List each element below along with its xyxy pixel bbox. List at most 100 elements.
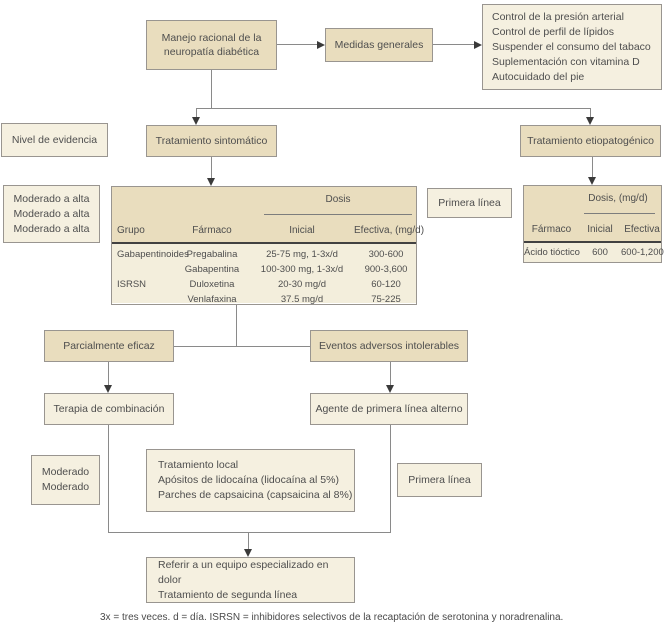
connector-merge-down xyxy=(248,532,249,549)
footnote: 3x = tres veces. d = día. ISRSN = inhibi… xyxy=(100,612,564,623)
evidence-line: Moderado a alta xyxy=(13,207,90,220)
column-header: Fármaco xyxy=(192,225,232,236)
node-nivel-evidencia: Nivel de evidencia xyxy=(1,123,108,157)
list-item: Parches de capsaicina (capsaicina al 8%) xyxy=(158,489,353,501)
cell-inicial: 37.5 mg/d xyxy=(280,294,324,305)
node-medidas-generales: Medidas generales xyxy=(325,28,433,62)
cell-grupo xyxy=(112,292,174,307)
cell-efectiva: 300-600 xyxy=(368,249,404,260)
connector-eventos-agente xyxy=(390,362,391,385)
list-item: Control de perfil de lípidos xyxy=(492,25,614,38)
column-header: Efectiva xyxy=(624,224,660,235)
connector-branch-right xyxy=(590,108,591,117)
node-label: Agente de primera línea alterno xyxy=(315,403,463,415)
connector-merge xyxy=(108,532,391,533)
cell-farmaco: Ácido tióctico xyxy=(524,247,580,258)
arrowhead-right-icon xyxy=(317,41,325,49)
cell-farmaco: Duloxetina xyxy=(189,279,235,290)
cell-farmaco: Gabapentina xyxy=(184,264,240,275)
node-tratamiento-etiopatogenico: Tratamiento etiopatogénico xyxy=(520,125,661,157)
cell-grupo: Gabapentinoides xyxy=(117,249,189,260)
node-primera-linea-1: Primera línea xyxy=(427,188,512,218)
table-separator xyxy=(112,242,416,244)
table-row: Ácido tióctico 600 600-1,200 xyxy=(524,245,664,260)
cell-farmaco: Venlafaxina xyxy=(187,294,237,305)
node-label: Primera línea xyxy=(408,474,471,486)
connector-etiopatogenico-table xyxy=(592,157,593,177)
node-tratamiento-sintomatico: Tratamiento sintomático xyxy=(146,125,277,157)
cell-efectiva: 60-120 xyxy=(371,279,401,290)
connector-medidas-lista xyxy=(433,44,475,45)
node-eventos-adversos: Eventos adversos intolerables xyxy=(310,330,468,362)
list-item: Tratamiento de segunda línea xyxy=(158,588,298,601)
evidence-line: Moderado xyxy=(41,481,90,493)
connector-terapia-down xyxy=(108,425,109,532)
connector-outcomes xyxy=(174,346,310,347)
list-item: Autocuidado del pie xyxy=(492,70,585,83)
table-row: Gabapentina 100-300 mg, 1-3x/d 900-3,600 xyxy=(112,262,416,277)
cell-inicial: 100-300 mg, 1-3x/d xyxy=(260,264,344,275)
connector-branch-left xyxy=(196,108,197,117)
table-body: Ácido tióctico 600 600-1,200 xyxy=(524,243,664,262)
arrowhead-down-icon xyxy=(588,177,596,185)
connector-table-down xyxy=(236,305,237,346)
drug-dosing-table: Dosis Grupo Fármaco Inicial Efectiva, (m… xyxy=(111,186,425,305)
node-medidas-lista: Control de la presión arterial Control d… xyxy=(482,4,662,90)
arrowhead-down-icon xyxy=(586,117,594,125)
column-header: Grupo xyxy=(117,225,145,236)
column-header: Inicial xyxy=(587,224,613,235)
connector-agente-down xyxy=(390,425,391,532)
node-parcialmente-eficaz: Parcialmente eficaz xyxy=(44,330,174,362)
node-label: Primera línea xyxy=(438,197,501,209)
node-label: Terapia de combinación xyxy=(53,403,165,415)
arrowhead-down-icon xyxy=(192,117,200,125)
node-evidencia-local: Moderado Moderado xyxy=(31,455,100,505)
connector-manejo-down xyxy=(211,70,212,108)
node-label-line: Manejo racional de la xyxy=(161,32,262,44)
node-label: Eventos adversos intolerables xyxy=(318,340,460,352)
evidence-line: Moderado a alta xyxy=(13,222,90,235)
node-label: Medidas generales xyxy=(334,39,424,51)
list-item: Control de la presión arterial xyxy=(492,10,624,23)
node-terapia-combinacion: Terapia de combinación xyxy=(44,393,174,425)
column-header: Efectiva, (mg/d) xyxy=(354,225,425,236)
node-label: Tratamiento etiopatogénico xyxy=(527,135,654,147)
node-label-line: neuropatía diabética xyxy=(163,46,260,58)
node-evidencia-farmacos: Moderado a alta Moderado a alta Moderado… xyxy=(3,185,100,243)
node-agente-alterno: Agente de primera línea alterno xyxy=(310,393,468,425)
table-separator xyxy=(524,241,661,243)
node-label: Tratamiento sintomático xyxy=(155,135,268,147)
cell-farmaco: Pregabalina xyxy=(186,249,238,260)
dosis-header: Dosis xyxy=(325,194,351,205)
cell-inicial: 25-75 mg, 1-3x/d xyxy=(266,249,338,260)
arrowhead-down-icon xyxy=(386,385,394,393)
list-item: Apósitos de lidocaína (lidocaína al 5%) xyxy=(158,474,339,486)
list-item: Tratamiento local xyxy=(158,459,239,471)
evidence-line: Moderado xyxy=(41,466,90,478)
node-referir: Referir a un equipo especializado en dol… xyxy=(146,557,355,603)
connector-branch-horizontal xyxy=(196,108,591,109)
connector-sintomatico-table xyxy=(211,157,212,178)
table-row: ISRSN Duloxetina 20-30 mg/d 60-120 xyxy=(112,277,416,292)
evidence-line: Moderado a alta xyxy=(13,192,90,205)
dosis-underline xyxy=(264,214,412,215)
arrowhead-down-icon xyxy=(207,178,215,186)
table-body: Gabapentinoides Pregabalina 25-75 mg, 1-… xyxy=(112,244,416,305)
node-tratamiento-local: Tratamiento local Apósitos de lidocaína … xyxy=(146,449,355,512)
node-label: Nivel de evidencia xyxy=(11,134,98,146)
connector-manejo-medidas xyxy=(277,44,318,45)
node-primera-linea-2: Primera línea xyxy=(397,463,482,497)
arrowhead-down-icon xyxy=(244,549,252,557)
cell-inicial: 600 xyxy=(592,247,608,258)
column-header: Inicial xyxy=(289,225,315,236)
node-manejo-racional: Manejo racional de la neuropatía diabéti… xyxy=(146,20,277,70)
cell-inicial: 20-30 mg/d xyxy=(277,279,327,290)
cell-efectiva: 600-1,200 xyxy=(621,247,664,258)
table-header: Dosis Grupo Fármaco Inicial Efectiva, (m… xyxy=(112,187,425,242)
table-row: Venlafaxina 37.5 mg/d 75-225 xyxy=(112,292,416,307)
table-header: Dosis, (mg/d) Fármaco Inicial Efectiva xyxy=(524,186,661,241)
node-label: Parcialmente eficaz xyxy=(63,340,155,352)
list-item: Referir a un equipo especializado en dol… xyxy=(158,558,329,586)
column-header: Fármaco xyxy=(531,224,572,235)
